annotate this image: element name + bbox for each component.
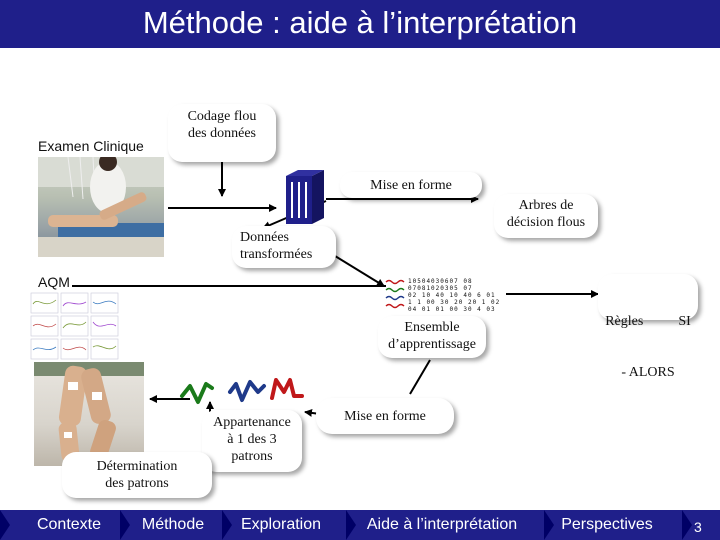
- ensemble-label: Ensemble d’apprentissage: [378, 319, 486, 353]
- slide-title: Méthode : aide à l’interprétation: [142, 5, 578, 40]
- donnees-box: [232, 226, 336, 268]
- pattern-waves-icon: [180, 378, 304, 404]
- examen-clinique-label: Examen Clinique: [38, 138, 144, 154]
- digit-matrix-waves: [385, 279, 405, 309]
- regles-label: Règles SI - ALORS: [598, 279, 698, 398]
- appartenance-line3: patrons: [231, 449, 273, 464]
- determination-label: Détermination des patrons: [62, 458, 212, 492]
- nav-separator: [544, 510, 554, 540]
- digit-row-3: 02 10 40 10 40 6 01: [408, 292, 496, 299]
- arbres-box: [494, 194, 598, 238]
- walking-patient-photo: [34, 362, 144, 466]
- appartenance-line2: à 1 des 3: [227, 432, 277, 447]
- appartenance-box: [202, 410, 302, 472]
- digit-row-4: 1 1 00 30 20 20 1 02: [408, 299, 501, 306]
- nav-separator: [0, 510, 10, 540]
- title-bar: [0, 0, 720, 48]
- nav-exploration[interactable]: Exploration: [240, 516, 322, 533]
- ensemble-box: [378, 316, 486, 358]
- nav-perspectives[interactable]: Perspectives: [561, 516, 653, 533]
- digit-row-2: 07081020305 07: [408, 285, 473, 292]
- data-cube-icon: [286, 170, 324, 224]
- walking-patient-illustration: [34, 362, 144, 463]
- nav-separator: [346, 510, 356, 540]
- arbres-label: Arbres de décision flous: [494, 197, 598, 231]
- digit-row-5: 04 01 01 00 30 4 03: [408, 306, 496, 313]
- mise-en-forme-top-label: Mise en forme: [370, 178, 452, 193]
- nav-separator: [120, 510, 130, 540]
- mise-en-forme-top-box: [340, 172, 482, 198]
- nav-contexte[interactable]: Contexte: [36, 516, 102, 533]
- digit-matrix: 10504030607 08 07081020305 07 02 10 40 1…: [384, 278, 504, 314]
- regles-line2: - ALORS: [621, 365, 675, 380]
- clinical-exam-illustration: [38, 157, 164, 257]
- arbres-line1: Arbres de: [518, 198, 574, 213]
- page-number: 3: [694, 519, 702, 535]
- donnees-label: Données transformées: [240, 229, 336, 263]
- arbres-line2: décision flous: [506, 215, 586, 230]
- determination-line1: Détermination: [96, 459, 178, 474]
- nav-aide-interpretation[interactable]: Aide à l’interprétation: [366, 516, 518, 533]
- aqm-charts-illustration: [30, 292, 119, 360]
- mise-en-forme-bottom-label: Mise en forme: [344, 409, 426, 424]
- codage-flou-box: [168, 104, 276, 162]
- regles-line1: Règles SI: [605, 314, 691, 329]
- mise-en-forme-bottom-box: [316, 398, 454, 434]
- aqm-charts-thumbnail: [30, 292, 120, 362]
- codage-flou-line2: des données: [187, 126, 257, 141]
- codage-flou-label: Codage flou des données: [170, 108, 274, 142]
- donnees-line2: transformées: [240, 247, 313, 262]
- aqm-label: AQM: [38, 274, 70, 290]
- donnees-line1: Données: [240, 230, 289, 245]
- codage-flou-line1: Codage flou: [187, 109, 257, 124]
- digit-row-1: 10504030607 08: [408, 278, 473, 285]
- clinical-exam-photo: [38, 157, 164, 257]
- ensemble-line1: Ensemble: [404, 320, 460, 335]
- nav-separator: [222, 510, 232, 540]
- nav-methode[interactable]: Méthode: [141, 516, 205, 533]
- appartenance-line1: Appartenance: [213, 415, 291, 430]
- determination-line2: des patrons: [105, 476, 169, 491]
- ensemble-line2: d’apprentissage: [388, 337, 476, 352]
- determination-box: [62, 452, 212, 498]
- nav-separator: [682, 510, 692, 540]
- arrow-ensemble-to-mise: [409, 359, 431, 395]
- appartenance-label: Appartenance à 1 des 3 patrons: [202, 414, 302, 465]
- regles-box: [598, 274, 698, 320]
